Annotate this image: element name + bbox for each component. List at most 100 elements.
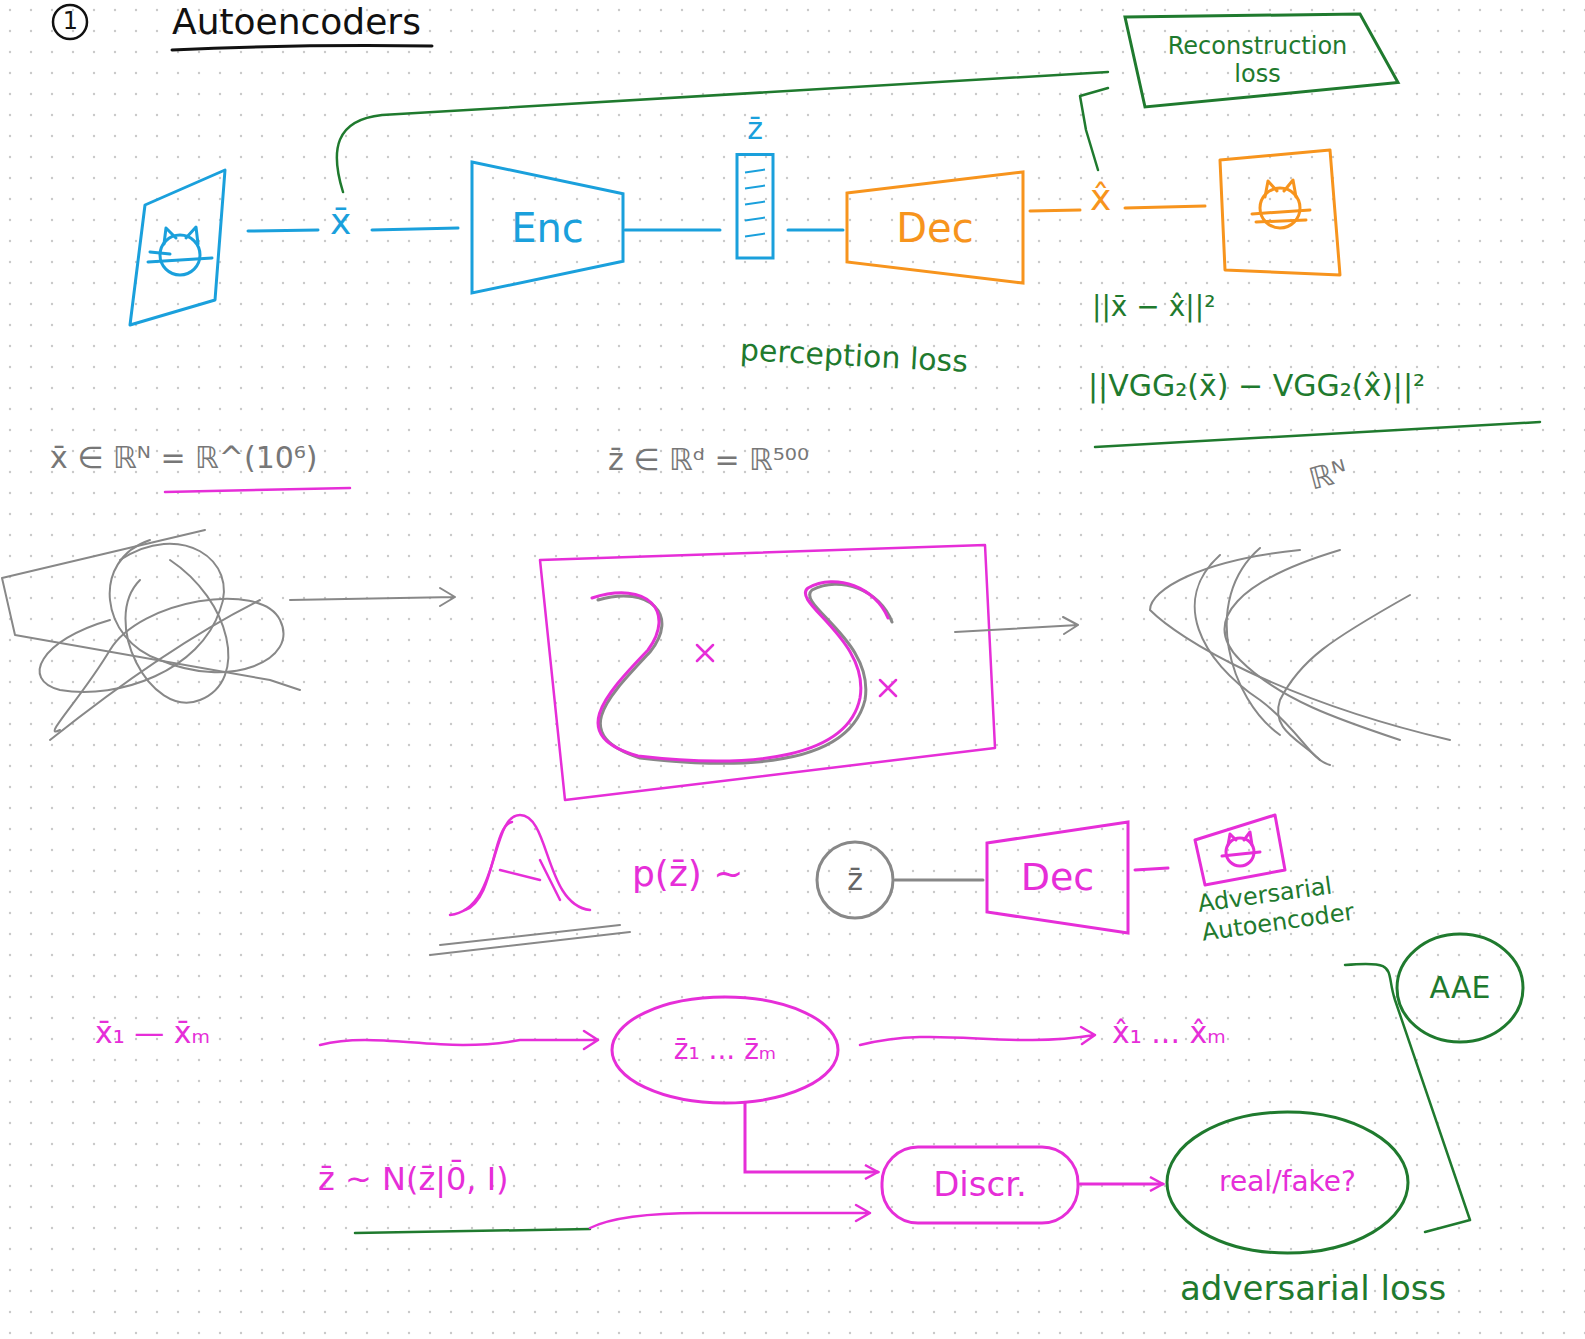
latent-sample: z̄ (815, 840, 895, 920)
number-circle (53, 5, 87, 39)
leader-line (1080, 88, 1108, 170)
image-frame (1220, 150, 1340, 275)
mapping-arrow (290, 588, 455, 606)
node-text-box: Dec (896, 205, 973, 251)
vector-entry (745, 202, 765, 205)
title: Autoencoders (172, 0, 421, 43)
manifold-curve (50, 600, 260, 740)
flow-line (372, 228, 458, 230)
manifold-curve (125, 560, 228, 703)
model-name: Adversarial Autoencoder (1196, 860, 1417, 947)
encoder-block: Enc (470, 160, 625, 295)
latent-manifold (598, 584, 892, 763)
node-label: z̄ (847, 863, 863, 898)
node-text-box: Reconstruction loss (1150, 33, 1365, 88)
decoder-block: Dec (985, 820, 1130, 935)
space-annotation: x̄ ∈ ℝᴺ = ℝ^(10⁶) (50, 440, 318, 476)
cat-whiskers (1252, 210, 1310, 222)
node-label: real/fake? (1219, 1166, 1356, 1198)
node-label: z̄₁ ... z̄ₘ (674, 1034, 777, 1066)
node-label: Dec (1021, 856, 1095, 900)
latent-space (540, 545, 995, 800)
formula-underline (1095, 422, 1540, 447)
flow-line (1030, 210, 1080, 211)
connector (788, 229, 843, 232)
parallelogram (1125, 14, 1398, 107)
latent-vector: z̄ (722, 112, 788, 260)
image-frame (130, 170, 225, 325)
vector-entry (745, 186, 765, 189)
node-label: Dec (896, 205, 973, 251)
discriminator-box: Discr. (880, 1145, 1080, 1225)
sample-mark (697, 645, 896, 696)
node-text-box: AAE (1430, 971, 1491, 1006)
batch-input: x̄₁ — x̄ₘ (95, 1015, 210, 1051)
ellipse (817, 842, 893, 918)
node-label: Reconstruction loss (1150, 33, 1365, 88)
loss-name: adversarial loss (1180, 1268, 1446, 1309)
manifold-curve (1225, 550, 1400, 740)
node-text-box: z̄ (847, 863, 863, 898)
vector-bar (737, 155, 773, 259)
node-label: AAE (1430, 971, 1491, 1006)
underline (355, 1229, 590, 1233)
rounded-box (882, 1147, 1078, 1223)
vector-entry (745, 218, 765, 221)
leader-line (337, 72, 1108, 192)
image-frame (1195, 815, 1285, 885)
manifold-curve (1278, 595, 1410, 760)
variable-name: x̂ (1090, 176, 1111, 219)
node-text-box: Dec (1021, 856, 1095, 900)
formula: ||VGG₂(x̄) − VGG₂(x̂)||² (1088, 368, 1425, 404)
trapezoid (847, 172, 1023, 283)
input-image (130, 170, 225, 325)
node-text-box: real/fake? (1219, 1166, 1356, 1198)
space-annotation: ℝᴺ (1305, 453, 1351, 498)
decoder-block: Dec (845, 170, 1025, 285)
manifold-curve (40, 544, 224, 692)
title-underline (172, 46, 432, 51)
trapezoid (987, 822, 1128, 933)
prior-formula: p(z̄) ~ (632, 852, 743, 895)
node-text-box: z̄ (747, 112, 763, 147)
encode-arrow (320, 1031, 598, 1049)
batch-output: x̂₁ ... x̂ₘ (1112, 1015, 1226, 1051)
cat-ears (1222, 832, 1260, 856)
space-annotation: z̄ ∈ ℝᵈ = ℝ⁵⁰⁰ (608, 442, 809, 478)
node-label: Discr. (933, 1165, 1027, 1204)
sample-arrow (590, 1205, 870, 1228)
formula: ||x̄ − x̂||² (1092, 290, 1215, 324)
generated-image (1195, 815, 1285, 885)
axis-line (430, 925, 630, 955)
cat-ears (164, 227, 198, 244)
vector-entry (745, 170, 765, 173)
output-image (1220, 150, 1340, 275)
cat-ears (1265, 180, 1296, 197)
loss-box: Reconstruction loss (1115, 12, 1400, 110)
flow-line (248, 230, 318, 231)
node-text-box: Enc (511, 205, 584, 251)
output-manifold (1150, 548, 1450, 765)
mapping-arrow (955, 617, 1078, 634)
underline (165, 488, 350, 492)
variable-name: x̄ (330, 200, 351, 243)
vector-entry (745, 234, 765, 237)
trapezoid (472, 162, 623, 293)
gaussian-curve (450, 815, 590, 915)
ellipse (612, 997, 838, 1103)
connector (1080, 1183, 1163, 1186)
acronym-circle: AAE (1395, 932, 1525, 1044)
manifold-curve (1227, 548, 1280, 735)
ellipse (1167, 1112, 1408, 1253)
gaussian-curve (465, 822, 560, 910)
manifold-curve (55, 540, 284, 732)
latent-manifold (592, 582, 888, 761)
flow-line (1125, 206, 1205, 208)
cat-whiskers (148, 252, 212, 262)
node-label: Enc (511, 205, 584, 251)
prior-formula: z̄ ~ N(z̄|0̄, I) (318, 1160, 509, 1198)
